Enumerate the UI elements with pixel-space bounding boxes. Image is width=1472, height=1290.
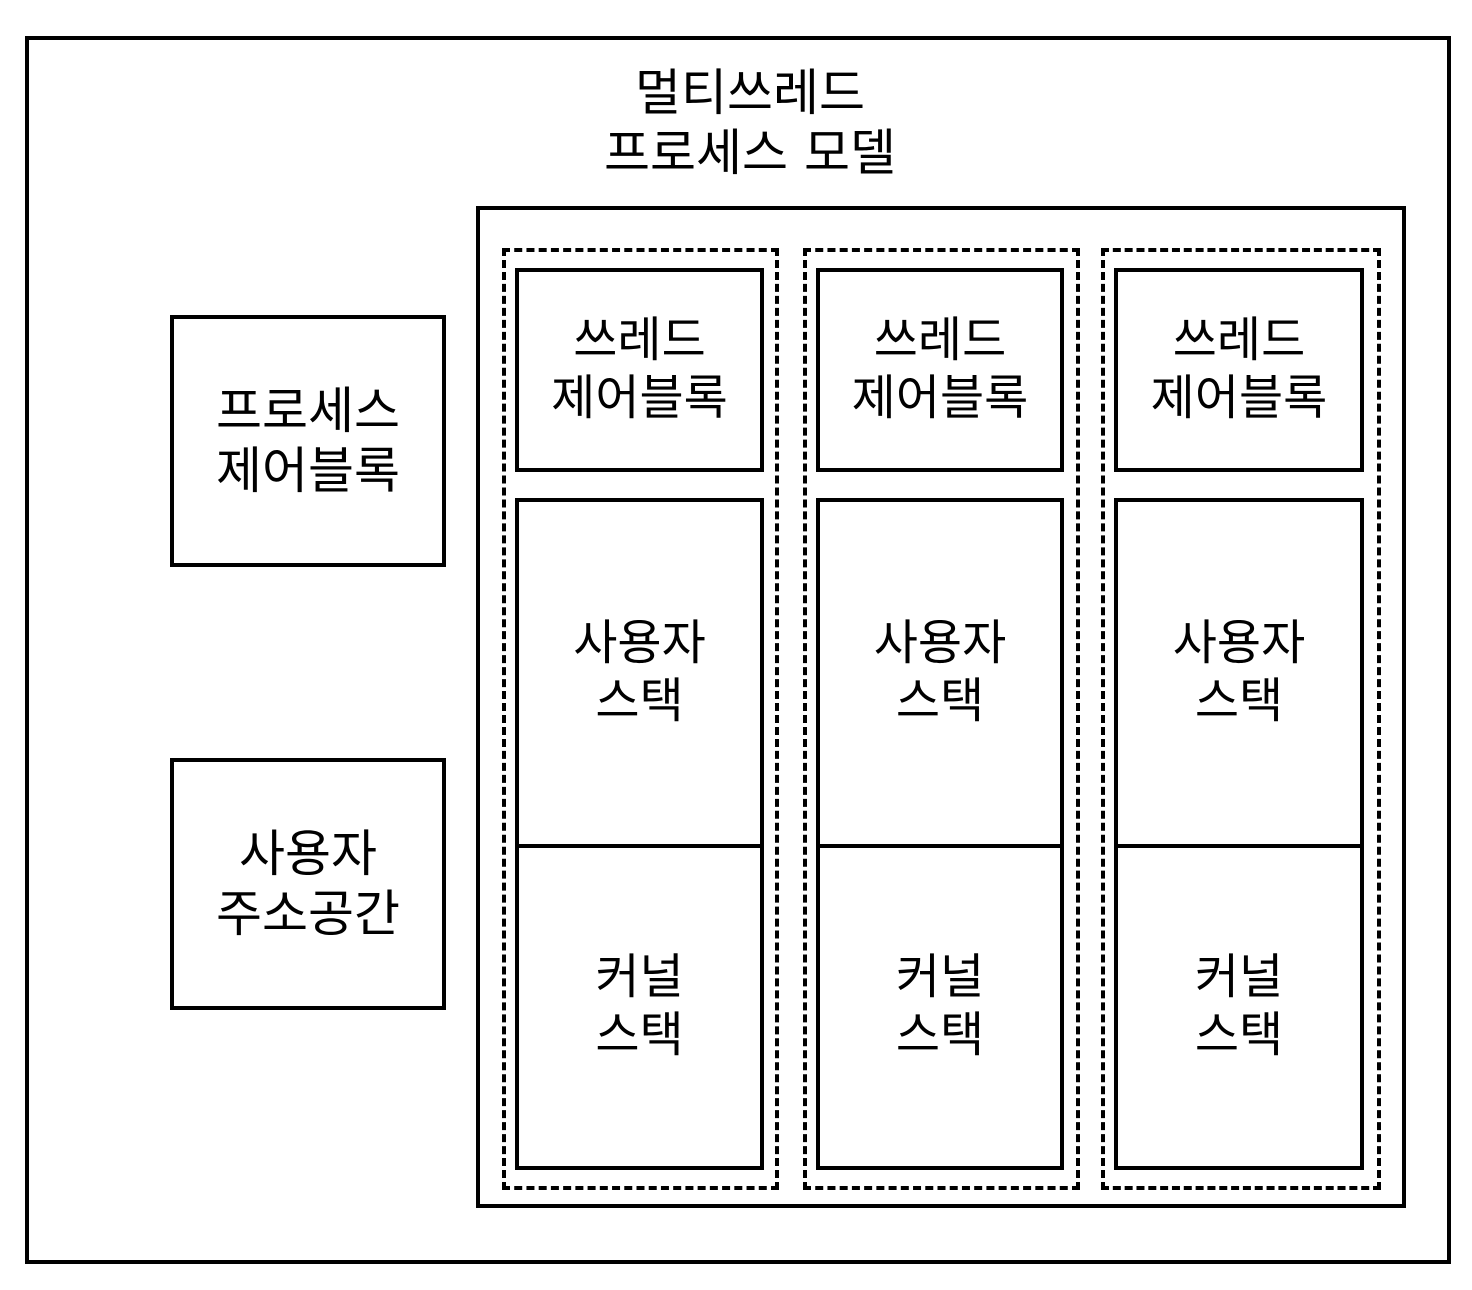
process-block-line-1: 프로세스 (216, 382, 400, 440)
kernel-stack-line-1: 커널 (595, 949, 684, 1006)
process-control-block: 프로세스 제어블록 (170, 315, 446, 567)
thread-control-block-line-2: 제어블록 (551, 370, 728, 426)
user-stack-line-2: 스택 (1194, 673, 1284, 729)
thread-control-block-line-1: 쓰레드 (573, 312, 706, 369)
kernel-stack-line-1: 커널 (895, 949, 985, 1006)
kernel-stack-line-2: 스택 (1194, 1007, 1284, 1063)
address-space-line-2: 주소공간 (216, 885, 400, 943)
thread-control-block-line-2: 제어블록 (851, 370, 1029, 426)
kernel-stack-line-1: 커널 (1194, 949, 1284, 1006)
thread-control-block: 쓰레드 제어블록 (816, 268, 1064, 472)
thread-group (803, 248, 1080, 1190)
user-stack: 사용자 스택 (515, 498, 764, 848)
kernel-stack-line-2: 스택 (895, 1007, 985, 1063)
process-block-line-2: 제어블록 (216, 442, 400, 500)
thread-control-block: 쓰레드 제어블록 (515, 268, 764, 472)
kernel-stack: 커널 스택 (816, 844, 1064, 1170)
thread-control-block-line-2: 제어블록 (1150, 370, 1328, 426)
thread-control-block-line-1: 쓰레드 (873, 312, 1007, 369)
user-stack-line-2: 스택 (595, 673, 684, 729)
user-stack: 사용자 스택 (816, 498, 1064, 848)
user-stack-line-1: 사용자 (1172, 615, 1306, 672)
diagram-title: 멀티쓰레드 프로세스 모델 (540, 60, 960, 185)
user-stack-line-1: 사용자 (873, 615, 1007, 672)
address-space-line-1: 사용자 (239, 825, 377, 883)
user-stack-line-2: 스택 (895, 673, 985, 729)
title-line-2: 프로세스 모델 (604, 123, 896, 182)
user-address-space: 사용자 주소공간 (170, 758, 446, 1010)
thread-control-block-line-1: 쓰레드 (1172, 312, 1306, 369)
title-line-1: 멀티쓰레드 (635, 63, 865, 122)
user-stack: 사용자 스택 (1114, 498, 1364, 848)
thread-group (502, 248, 779, 1190)
thread-group (1101, 248, 1381, 1190)
kernel-stack-line-2: 스택 (595, 1007, 684, 1063)
kernel-stack: 커널 스택 (515, 844, 764, 1170)
kernel-stack: 커널 스택 (1114, 844, 1364, 1170)
thread-control-block: 쓰레드 제어블록 (1114, 268, 1364, 472)
user-stack-line-1: 사용자 (573, 615, 706, 672)
